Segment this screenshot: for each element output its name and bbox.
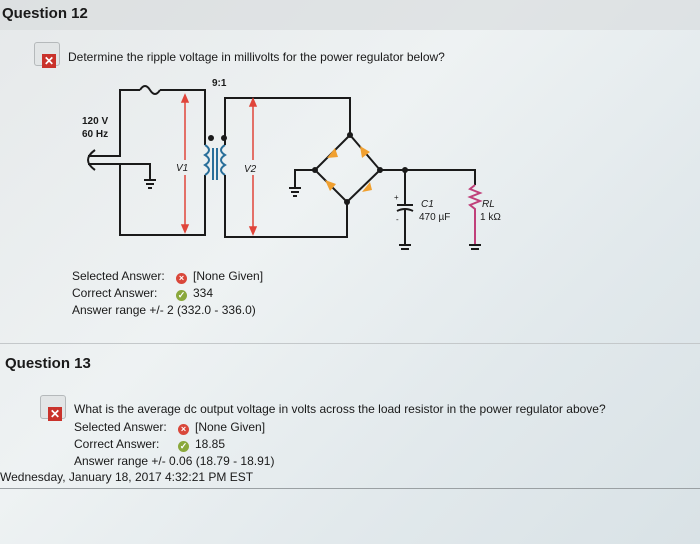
power-regulator-circuit-diagram: 9:1 120 V 60 Hz V1 V2 C1 470 µF RL 1 kΩ … <box>82 78 501 250</box>
question-12-title: Question 12 <box>2 5 88 22</box>
submission-timestamp: Wednesday, January 18, 2017 4:32:21 PM E… <box>0 470 254 484</box>
primary-coil <box>203 144 210 176</box>
diodes <box>325 146 372 192</box>
capacitor-value: 470 µF <box>419 212 450 223</box>
question-12-text: Determine the ripple voltage in millivol… <box>68 50 445 64</box>
answer-range: Answer range +/- 0.06 (18.79 - 18.91) <box>74 454 275 468</box>
correct-answer-value: 18.85 <box>195 437 226 451</box>
cap-plus: + <box>394 193 399 202</box>
cap-minus: - <box>396 215 399 224</box>
selected-answer-label: Selected Answer: <box>74 420 167 434</box>
divider <box>0 343 700 344</box>
question-12-answers: Selected Answer: × [None Given] Correct An… <box>72 268 263 319</box>
selected-answer-label: Selected Answer: <box>72 269 165 283</box>
question-13-title: Question 13 <box>5 355 91 372</box>
correct-answer-label: Correct Answer: <box>74 437 160 451</box>
check-icon: ✓ <box>178 441 189 452</box>
voltage-arrows <box>180 93 258 236</box>
selected-answer-value: [None Given] <box>193 269 264 283</box>
v1-label: V1 <box>176 163 188 174</box>
incorrect-icon: × <box>176 273 187 284</box>
question-12-header-band <box>0 0 700 30</box>
correct-answer-value: 334 <box>193 286 214 300</box>
answer-range: Answer range +/- 2 (332.0 - 336.0) <box>72 303 256 317</box>
transformer-core <box>212 148 218 180</box>
v2-label: V2 <box>244 164 257 175</box>
question-13-text: What is the average dc output voltage in… <box>74 402 606 416</box>
ratio-label: 9:1 <box>212 78 227 89</box>
wire <box>119 89 140 130</box>
incorrect-icon: × <box>178 424 189 435</box>
source-frequency-label: 60 Hz <box>82 129 108 140</box>
footer-divider <box>0 488 700 489</box>
source-voltage-label: 120 V <box>82 116 108 127</box>
secondary-coil <box>220 144 227 176</box>
dot-marker <box>208 135 214 141</box>
resistor-name: RL <box>482 199 495 210</box>
check-icon: ✓ <box>176 290 187 301</box>
question-13-answers: Selected Answer: × [None Given] Correct An… <box>74 419 274 470</box>
resistor <box>467 184 483 245</box>
incorrect-status-icon: ✕ <box>34 42 62 70</box>
resistor-value: 1 kΩ <box>480 212 501 223</box>
correct-answer-label: Correct Answer: <box>72 286 158 300</box>
incorrect-status-icon: ✕ <box>40 395 68 423</box>
fuse-icon <box>139 85 161 95</box>
capacitor-name: C1 <box>421 199 434 210</box>
selected-answer-value: [None Given] <box>195 420 266 434</box>
